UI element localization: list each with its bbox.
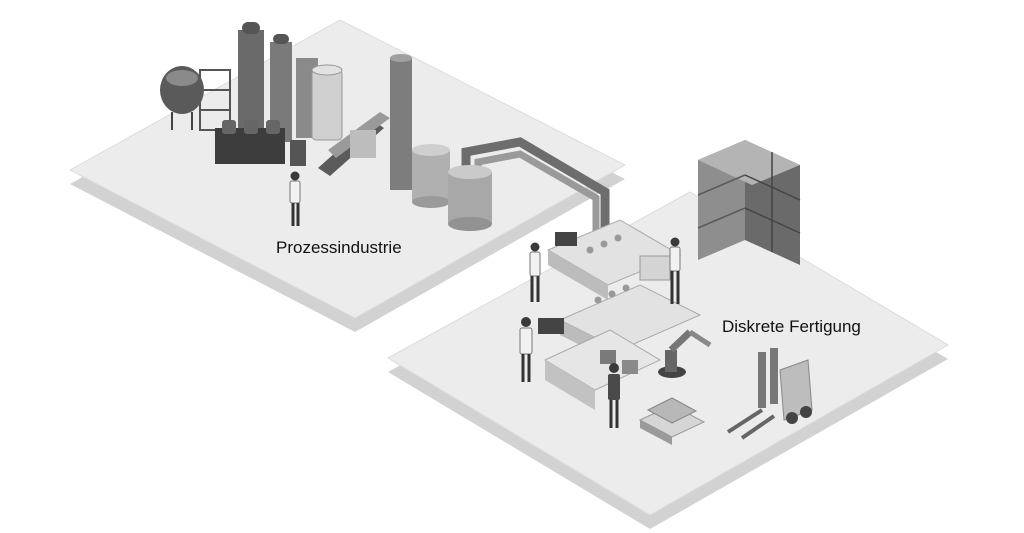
process-zone-label: Prozessindustrie	[276, 238, 402, 257]
discrete-zone-label: Diskrete Fertigung	[722, 317, 861, 336]
